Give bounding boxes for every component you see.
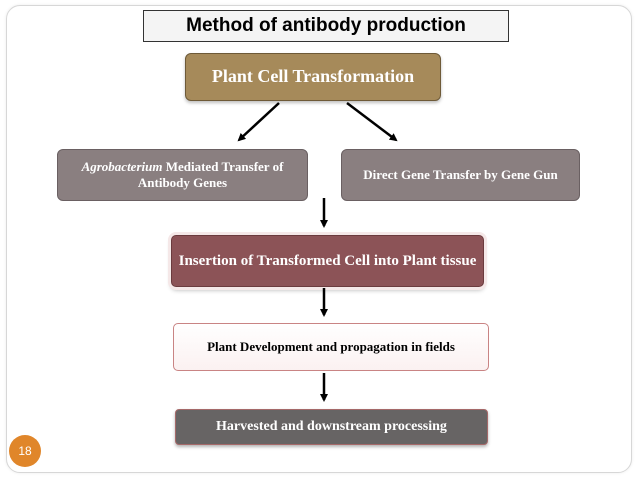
node-plant-cell-transformation: Plant Cell Transformation: [185, 53, 441, 101]
agro-italic-term: Agrobacterium: [81, 159, 163, 175]
node-agrobacterium-transfer: Agrobacterium Mediated Transfer of Antib…: [57, 149, 308, 201]
agro-rest-text: Mediated Transfer of Antibody Genes: [137, 159, 284, 190]
node-gene-gun-transfer: Direct Gene Transfer by Gene Gun: [341, 149, 580, 201]
node-insertion: Insertion of Transformed Cell into Plant…: [171, 235, 484, 287]
agro-text: Agrobacterium Mediated Transfer of Antib…: [58, 159, 307, 190]
node-plant-development: Plant Development and propagation in fie…: [173, 323, 489, 371]
node-harvest: Harvested and downstream processing: [175, 409, 488, 445]
arrow-to-agro: [237, 102, 280, 142]
page-number-badge: 18: [9, 435, 41, 467]
arrow-to-gene-gun: [346, 102, 398, 142]
slide-title: Method of antibody production: [143, 10, 509, 42]
